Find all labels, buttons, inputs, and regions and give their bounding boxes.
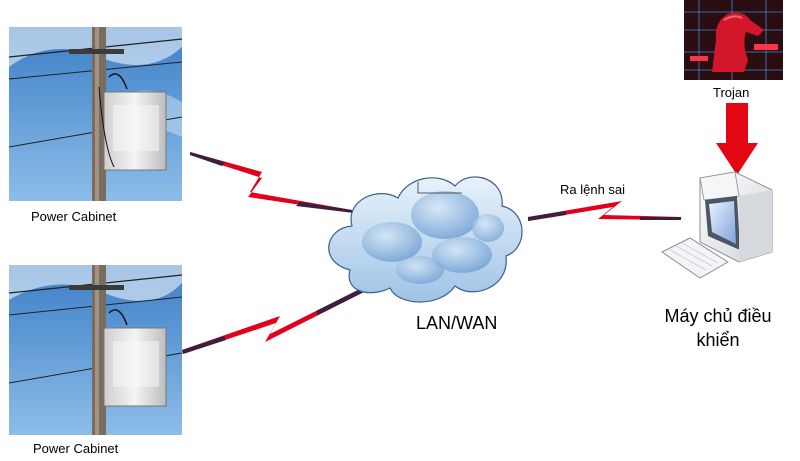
lan-wan-label: LAN/WAN <box>416 313 498 333</box>
power-cabinet-bottom-label: Power Cabinet <box>33 441 119 456</box>
power-cabinet-photo-bottom <box>8 265 183 435</box>
link-server-to-network <box>528 201 681 221</box>
trojan-down-arrow <box>716 103 758 175</box>
wrong-command-label: Ra lệnh sai <box>560 182 626 197</box>
control-server-label: Máy chủ điều khiển <box>664 306 772 350</box>
link-cabinet-bottom-to-network <box>182 288 364 354</box>
trojan-image <box>684 0 783 80</box>
server-computer-icon <box>661 171 773 279</box>
trojan-label: Trojan <box>713 85 750 100</box>
power-cabinet-photo-top <box>8 27 183 201</box>
link-cabinet-top-to-network <box>190 152 354 213</box>
power-cabinet-top-label: Power Cabinet <box>31 209 117 224</box>
lan-wan-cloud <box>328 176 523 303</box>
